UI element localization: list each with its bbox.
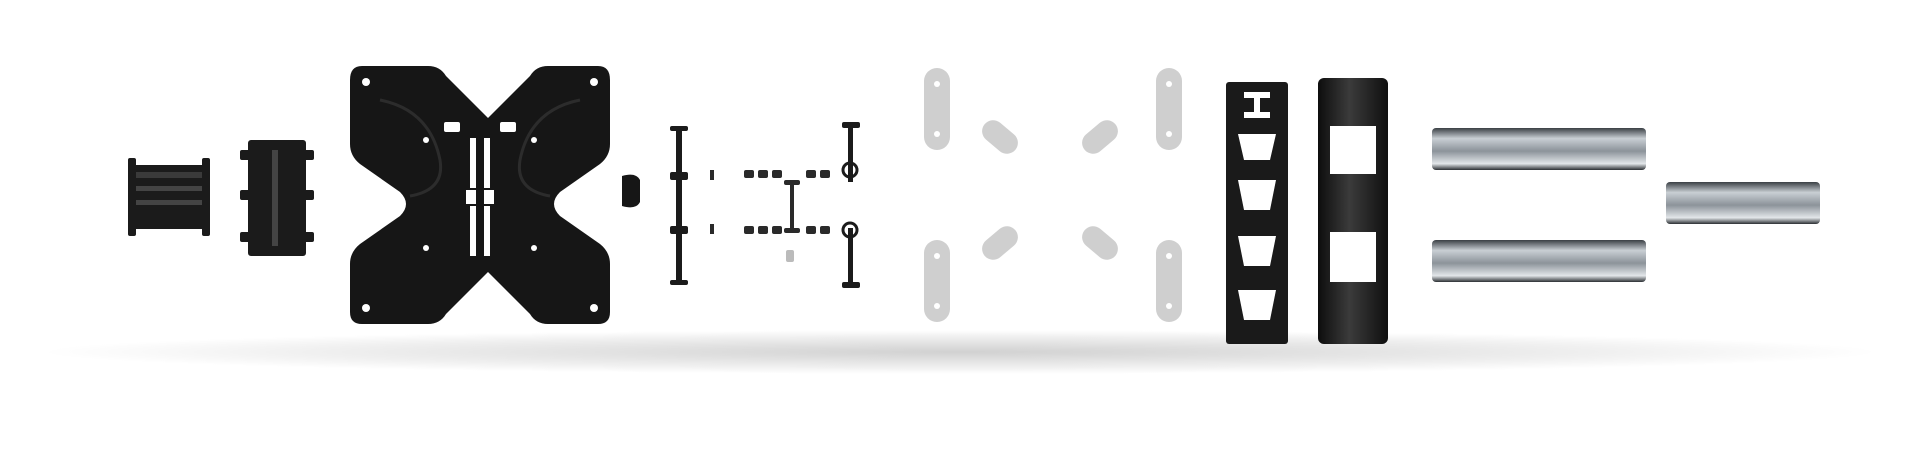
wall-plate-cover xyxy=(1318,78,1388,344)
end-cap xyxy=(622,174,640,208)
ladder-bracket xyxy=(1226,82,1288,344)
rail-right xyxy=(1666,182,1820,224)
spacer-set xyxy=(924,68,1182,322)
small-bracket xyxy=(128,158,210,236)
slide-plate xyxy=(240,140,314,256)
bolt-set-right xyxy=(841,122,860,288)
floor-shadow xyxy=(40,330,1880,374)
rail-bottom xyxy=(1432,240,1646,282)
rail-top xyxy=(1432,128,1646,170)
vesa-mount-plate xyxy=(350,66,610,324)
bolt-rod-left xyxy=(670,126,688,285)
hardware-set-small xyxy=(710,170,830,262)
